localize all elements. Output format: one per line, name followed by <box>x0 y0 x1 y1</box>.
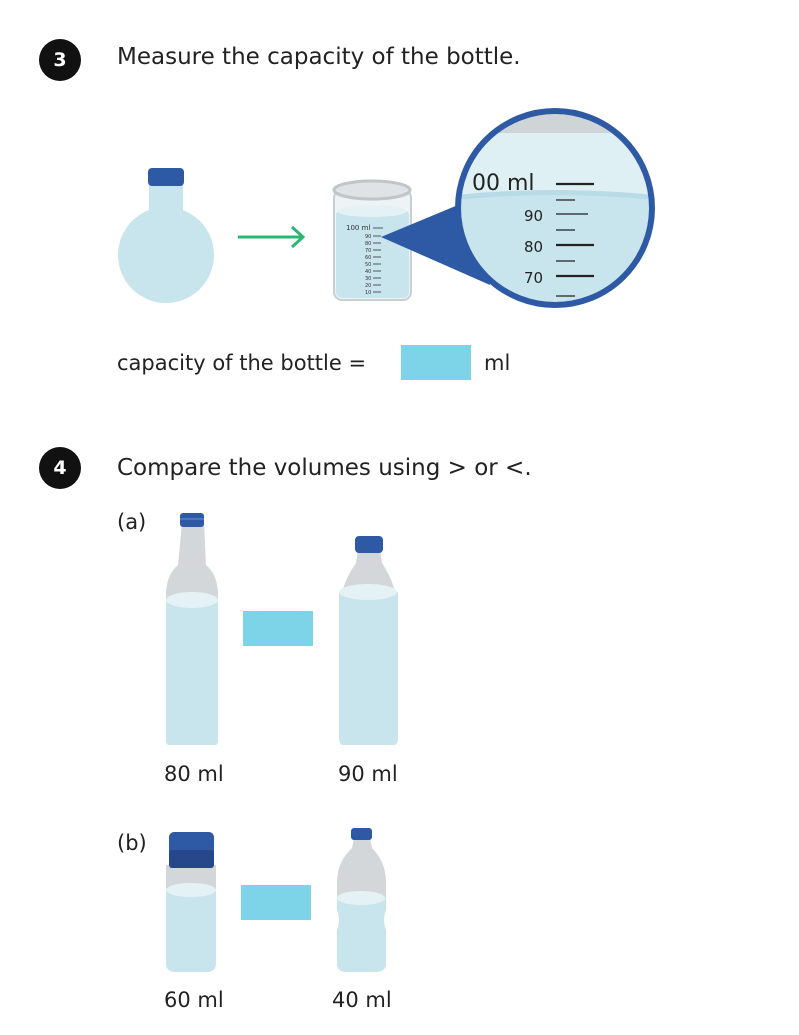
beaker-scale-label: 60 <box>365 255 371 261</box>
volume-label-80ml: 80 ml <box>164 762 224 786</box>
round-flask <box>118 168 214 303</box>
beaker-scale-label: 40 <box>365 269 371 275</box>
bottle-90ml <box>339 536 398 745</box>
beaker-scale-label: 70 <box>365 248 371 254</box>
question-4-instruction: Compare the volumes using > or <. <box>117 455 532 481</box>
part-b-label: (b) <box>117 831 147 855</box>
volume-label-90ml: 90 ml <box>338 762 398 786</box>
magnifier-top-label: 00 ml <box>472 171 535 196</box>
beaker-top-label: 100 ml <box>346 224 370 232</box>
comparison-answer-box-a[interactable] <box>243 611 313 646</box>
part-b-bottles <box>166 828 386 972</box>
question-number-badge: 4 <box>39 447 81 489</box>
bottle-80ml <box>166 513 218 745</box>
part-a-bottles <box>166 513 398 745</box>
beaker-scale-label: 50 <box>365 262 371 268</box>
magnifier-label-90: 90 <box>524 207 543 225</box>
capacity-label: capacity of the bottle = <box>117 351 367 375</box>
beaker-scale-label: 10 <box>365 290 371 296</box>
question-number: 3 <box>53 49 67 71</box>
comparison-answer-box-b[interactable] <box>241 885 311 920</box>
magnifier-label-70: 70 <box>524 269 543 287</box>
arrow-icon <box>238 225 306 249</box>
magnifier-label-80: 80 <box>524 238 543 256</box>
beaker-scale-label: 80 <box>365 241 371 247</box>
beaker-scale-label: 30 <box>365 276 371 282</box>
magnifier: 00 ml 90 80 70 <box>455 108 655 308</box>
bottle-40ml <box>337 828 386 972</box>
question-3-instruction: Measure the capacity of the bottle. <box>117 44 521 70</box>
capacity-unit: ml <box>484 351 511 375</box>
measuring-beaker: 100 ml 90 80 70 60 50 40 30 20 10 <box>332 179 412 301</box>
question-number: 4 <box>53 457 67 479</box>
measurement-illustration: 100 ml 90 80 70 60 50 40 30 20 10 <box>118 108 655 308</box>
volume-label-60ml: 60 ml <box>164 988 224 1012</box>
question-number-badge: 3 <box>39 39 81 81</box>
part-a-label: (a) <box>117 510 147 534</box>
beaker-scale: 90 80 70 60 50 40 30 20 10 <box>365 234 371 296</box>
volume-label-40ml: 40 ml <box>332 988 392 1012</box>
beaker-scale-label: 20 <box>365 283 371 289</box>
capacity-answer-box[interactable] <box>401 345 471 380</box>
jar-60ml <box>166 832 216 972</box>
beaker-scale-label: 90 <box>365 234 371 240</box>
